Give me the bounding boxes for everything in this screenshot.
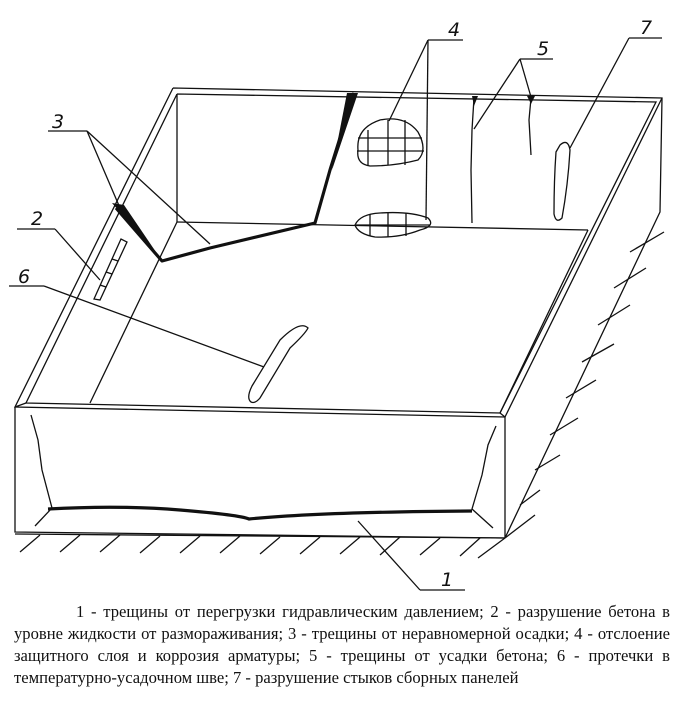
crack-3-settlement [112, 92, 358, 263]
tank-outline [13, 87, 663, 539]
damage-7-joint [553, 141, 571, 221]
crack-1-overload [30, 414, 497, 529]
damage-6-leak [248, 325, 309, 404]
damage-4-spalling [354, 118, 432, 238]
leader-lines [9, 37, 662, 591]
label-2: 2 [31, 208, 43, 230]
label-4: 4 [448, 19, 460, 41]
label-6: 6 [18, 266, 30, 288]
label-5: 5 [537, 38, 549, 60]
label-1: 1 [441, 569, 453, 591]
crack-5-shrinkage [470, 96, 535, 224]
label-7: 7 [640, 17, 652, 39]
damage-2-freezing [93, 238, 128, 301]
tank-damage-diagram: 1 2 3 4 5 6 7 [9, 17, 665, 591]
label-3: 3 [52, 111, 64, 133]
figure-caption: 1 - трещины от перегрузки гидравлическим… [14, 602, 670, 687]
